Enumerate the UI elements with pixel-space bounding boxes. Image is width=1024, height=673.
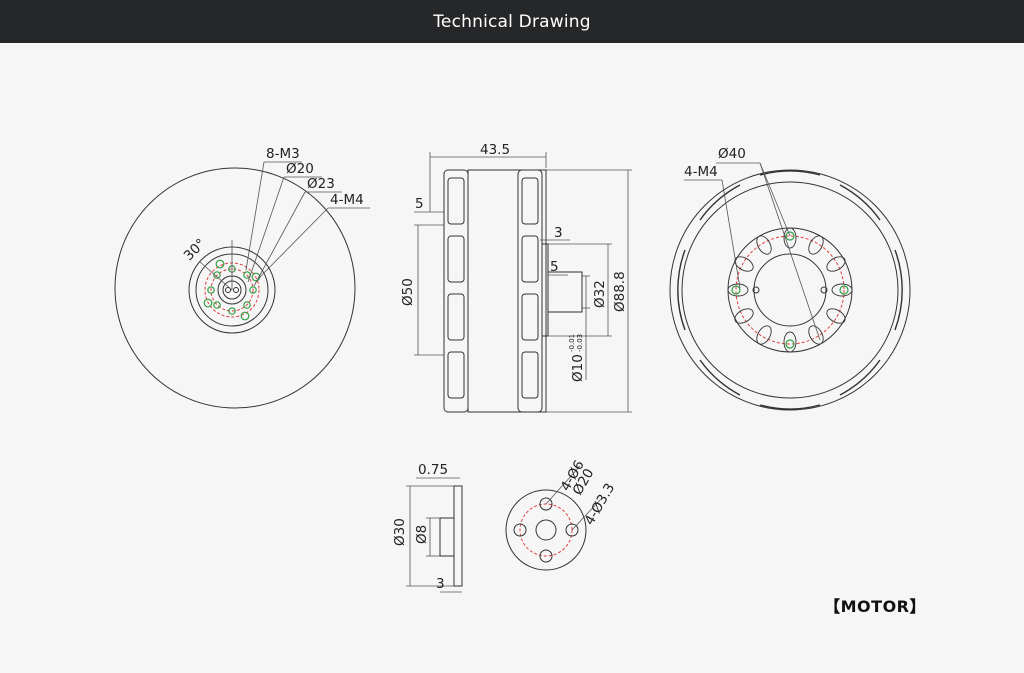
side-label-shaft-tol-lower: -0.03	[576, 334, 584, 352]
rear-view	[669, 162, 911, 411]
side-view	[414, 152, 632, 413]
side-shaft	[547, 271, 583, 313]
side-label-body-dia: Ø88.8	[612, 271, 628, 312]
adapter-label-outer: Ø30	[392, 518, 408, 546]
adapter-label-bore: Ø8	[414, 525, 430, 544]
title-bar: Technical Drawing	[0, 0, 1024, 43]
side-label-shaft-tol-upper: -0.01	[568, 334, 576, 352]
front-center-hole-a	[225, 287, 231, 293]
adapter-side-boss	[439, 517, 455, 557]
adapter-label-thickness: 0.75	[418, 462, 448, 478]
adapter-hole-top	[539, 497, 553, 511]
motor-caption: 【MOTOR】	[824, 597, 926, 616]
adapter-side-view	[406, 477, 463, 593]
adapter-front-view	[505, 465, 601, 571]
front-pcd-inner	[210, 268, 254, 312]
adapter-hole-left	[513, 523, 527, 537]
technical-drawing: 8-M3 Ø20 Ø23 4-M4 30°	[114, 142, 911, 593]
rear-inner-ring	[681, 181, 899, 399]
rear-pcd	[735, 235, 845, 345]
adapter-side-flange	[453, 485, 463, 587]
rear-small-hole-left	[752, 286, 760, 294]
rear-fins	[677, 170, 903, 410]
side-label-boss-dia: Ø32	[592, 280, 608, 308]
front-label-d20: Ø20	[286, 161, 314, 177]
rear-m4-holes	[731, 231, 849, 349]
page-title: Technical Drawing	[433, 11, 591, 32]
side-boss	[541, 243, 549, 337]
adapter-front-leaders	[545, 465, 601, 531]
rear-label-pcd: Ø40	[718, 146, 746, 162]
front-view	[114, 161, 370, 409]
side-label-stator-dia: Ø50	[400, 278, 416, 306]
adapter-hole-bottom	[539, 549, 553, 563]
adapter-pcd	[519, 503, 573, 557]
adapter-hole-right	[565, 523, 579, 537]
front-label-8m3: 8-M3	[266, 146, 300, 162]
rear-leaders	[684, 162, 821, 341]
adapter-outer-circle	[505, 489, 587, 571]
adapter-center-bore	[535, 519, 557, 541]
side-label-step: 3	[554, 225, 563, 241]
side-left-windows	[447, 177, 465, 399]
side-dimensions	[414, 152, 632, 413]
side-label-length: 43.5	[480, 142, 510, 158]
front-center-hole-b	[233, 287, 239, 293]
rear-small-hole-right	[820, 286, 828, 294]
side-right-windows	[521, 177, 539, 399]
adapter-side-dims	[406, 477, 462, 593]
adapter-label-height: 3	[436, 576, 445, 592]
side-body	[467, 169, 547, 413]
rear-label-holes: 4-M4	[684, 164, 718, 180]
rear-outer-circle	[669, 169, 911, 411]
front-label-4m4: 4-M4	[330, 192, 364, 208]
side-label-flange: 5	[415, 196, 424, 212]
front-leaders	[199, 161, 370, 291]
front-label-d23: Ø23	[307, 176, 335, 192]
side-label-shaft-dia: Ø10	[570, 354, 586, 382]
drawing-canvas: 8-M3 Ø20 Ø23 4-M4 30°	[0, 43, 1024, 669]
side-label-shaft-len: 5	[550, 259, 559, 275]
rear-center-bore	[753, 253, 827, 327]
